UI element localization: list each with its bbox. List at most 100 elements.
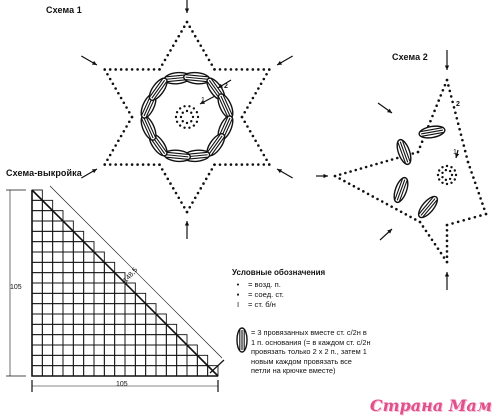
grid-cell [31, 292, 43, 305]
grid-cell [62, 272, 74, 284]
chain-dot [404, 213, 408, 216]
chain-dot [418, 145, 422, 149]
chain-dot [114, 144, 117, 147]
chain-dot [243, 110, 247, 114]
chain-dot [254, 139, 257, 143]
grid-cell [72, 323, 85, 336]
arrow-icon [276, 55, 293, 66]
chain-dot [375, 162, 378, 166]
scheme-2-row2-number: 2 [456, 101, 460, 108]
grid-cell [155, 365, 167, 377]
chain-dot [240, 163, 244, 166]
chain-dot [125, 106, 128, 109]
chain-dot [204, 53, 208, 57]
chain-dot [174, 191, 178, 195]
grid-cell [93, 261, 105, 274]
chain-dot [178, 107, 182, 110]
chain-dot [441, 181, 444, 184]
grid-cell [52, 303, 64, 315]
chain-dot [467, 217, 471, 221]
chain-dot [453, 169, 456, 172]
chain-dot [338, 177, 342, 180]
chain-dot [430, 238, 434, 242]
chain-dot [196, 191, 200, 195]
chain-dot [257, 144, 260, 147]
chain-dot [366, 192, 370, 196]
chain-dot [185, 20, 189, 24]
chain-dot [257, 163, 260, 166]
grid-cell [31, 230, 43, 243]
chain-dot [444, 168, 448, 172]
grid-cell [83, 282, 95, 294]
grid-cell [83, 303, 95, 315]
chain-dot [182, 205, 186, 209]
grid-cell [41, 282, 54, 294]
chain-dot [385, 202, 389, 206]
chain-dot [458, 127, 461, 131]
legend-item-text: = ст. б/н [248, 300, 276, 309]
grid-cell [72, 282, 85, 294]
grid-cell [165, 365, 178, 377]
chain-dot [141, 68, 145, 71]
chain-dot [117, 139, 120, 143]
grid-cell [72, 261, 85, 274]
grid-cell [62, 354, 74, 367]
chain-dot [160, 168, 164, 171]
chain-dot [259, 82, 263, 86]
chain-dot [127, 110, 131, 114]
grid-cell [83, 334, 95, 346]
chain-dot [213, 68, 216, 71]
grid-cell [31, 261, 43, 274]
grid-cell [83, 365, 95, 377]
chain-dot [125, 163, 128, 166]
grid-cell [31, 365, 43, 377]
grid-cell [103, 282, 116, 294]
chain-dot [158, 163, 161, 166]
chain-dot [125, 68, 128, 71]
chain-dot [427, 234, 431, 237]
grid-cell [114, 354, 126, 367]
chain-dot [213, 163, 216, 166]
chain-dot [193, 34, 197, 38]
chain-dot [180, 30, 183, 33]
chain-dot [108, 163, 112, 166]
chain-dot [452, 106, 456, 109]
chain-dot [453, 178, 456, 181]
grid-cell [41, 261, 54, 274]
grid-cell [103, 323, 116, 336]
chain-dot [380, 161, 383, 164]
grid-cell [31, 220, 43, 232]
chain-dot [359, 167, 363, 170]
chain-dot [445, 78, 449, 82]
chain-dot [431, 114, 434, 118]
chain-dot [456, 220, 460, 224]
legend-title: Условные обозначения [232, 268, 326, 277]
chain-dot [445, 239, 449, 243]
cluster-icon [417, 195, 439, 219]
chain-dot [441, 166, 444, 169]
chain-dot [190, 111, 193, 114]
grid-cell [114, 282, 126, 294]
grid-cell [62, 230, 74, 243]
grid-cell [31, 282, 43, 294]
chain-dot [218, 68, 222, 71]
grid-cell [155, 354, 167, 367]
chain-dot [465, 155, 468, 158]
legend-item-slip-stitch: ▪ = соед. ст. [232, 290, 382, 300]
grid-cell [72, 344, 85, 356]
grid-cell [62, 241, 74, 253]
chain-dot [182, 25, 186, 29]
arrow-icon [444, 50, 450, 70]
chain-dot [454, 173, 458, 177]
grid-cell [134, 365, 147, 377]
chain-dot [333, 174, 337, 178]
grid-cell [52, 230, 64, 243]
grid-cell [31, 210, 43, 222]
grid-cell [134, 303, 147, 315]
arrow-icon [184, 221, 190, 239]
grid-cell [93, 282, 105, 294]
grid-cell [93, 303, 105, 315]
grid-cell [114, 344, 126, 356]
chain-dot [248, 129, 252, 133]
chain-dot [202, 49, 205, 52]
